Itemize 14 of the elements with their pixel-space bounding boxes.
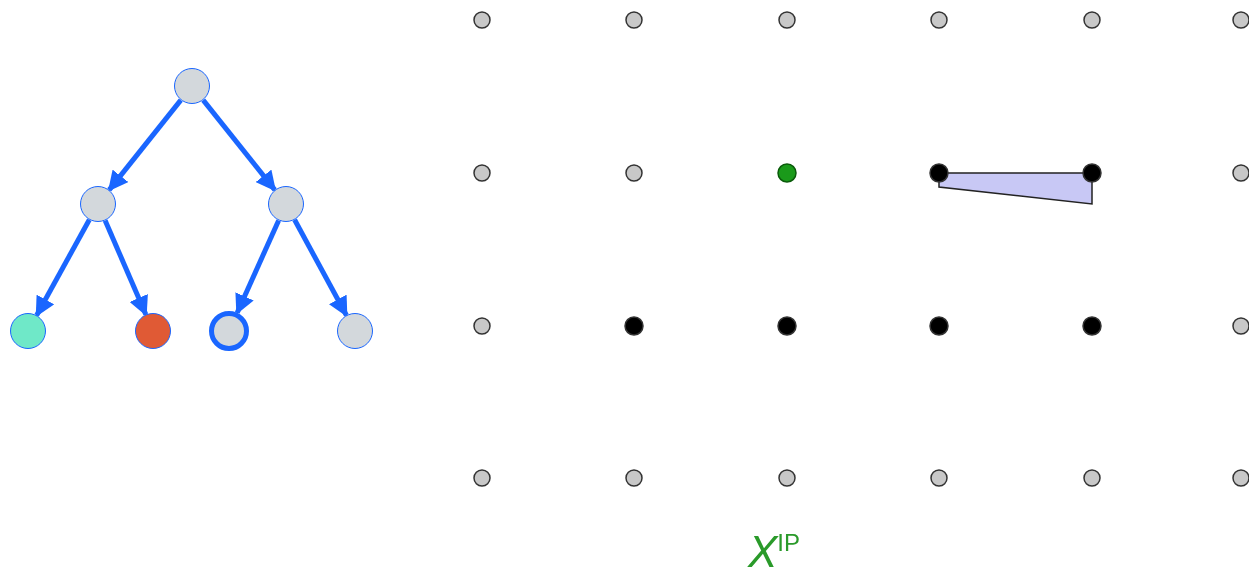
arrow bbox=[201, 98, 277, 192]
tree-node-circle bbox=[337, 313, 373, 349]
tree-node-circle bbox=[10, 313, 46, 349]
tree-node-circle bbox=[209, 311, 249, 351]
tree-node-circle bbox=[268, 186, 304, 222]
tree-node-circle bbox=[135, 313, 171, 349]
arrow bbox=[234, 219, 281, 315]
tree-node-circle bbox=[80, 186, 116, 222]
arrow bbox=[292, 218, 349, 317]
tree-node-circle bbox=[174, 68, 210, 104]
arrow bbox=[107, 98, 183, 192]
arrow bbox=[34, 218, 92, 317]
set-label: X$^{IP}$ bbox=[748, 530, 801, 574]
arrow bbox=[102, 219, 149, 317]
